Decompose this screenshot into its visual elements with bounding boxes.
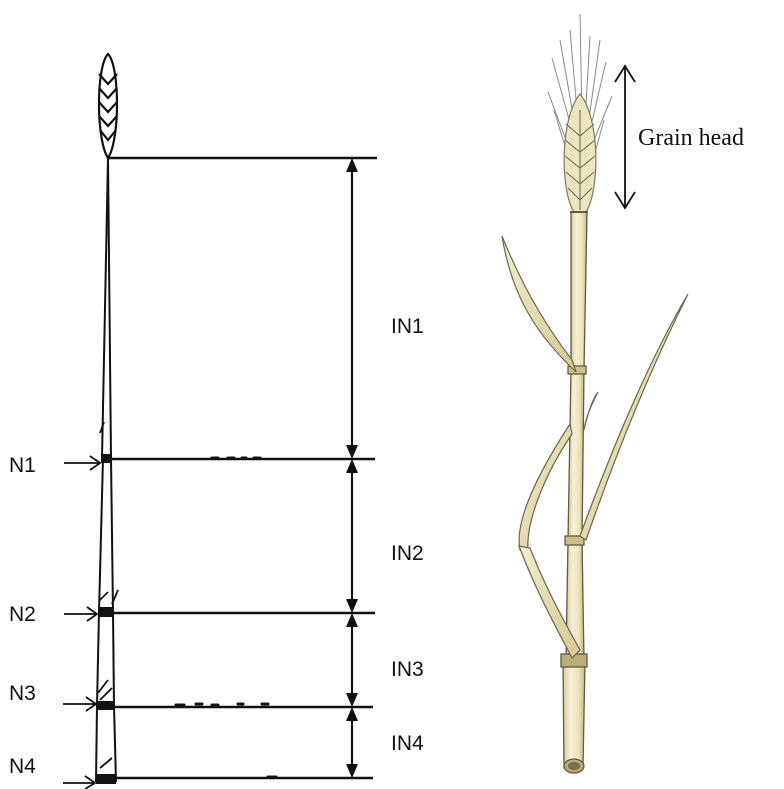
internode-label-in1: IN1 [391,316,424,337]
node-label-n3: N3 [9,683,36,704]
node-label-n4: N4 [9,756,36,777]
grain-head-label: Grain head [638,126,744,150]
internode-label-in4: IN4 [391,733,424,754]
node-label-n2: N2 [9,604,36,625]
node-label-n1: N1 [9,455,36,476]
internode-label-in2: IN2 [391,543,424,564]
internode-label-in3: IN3 [391,659,424,680]
